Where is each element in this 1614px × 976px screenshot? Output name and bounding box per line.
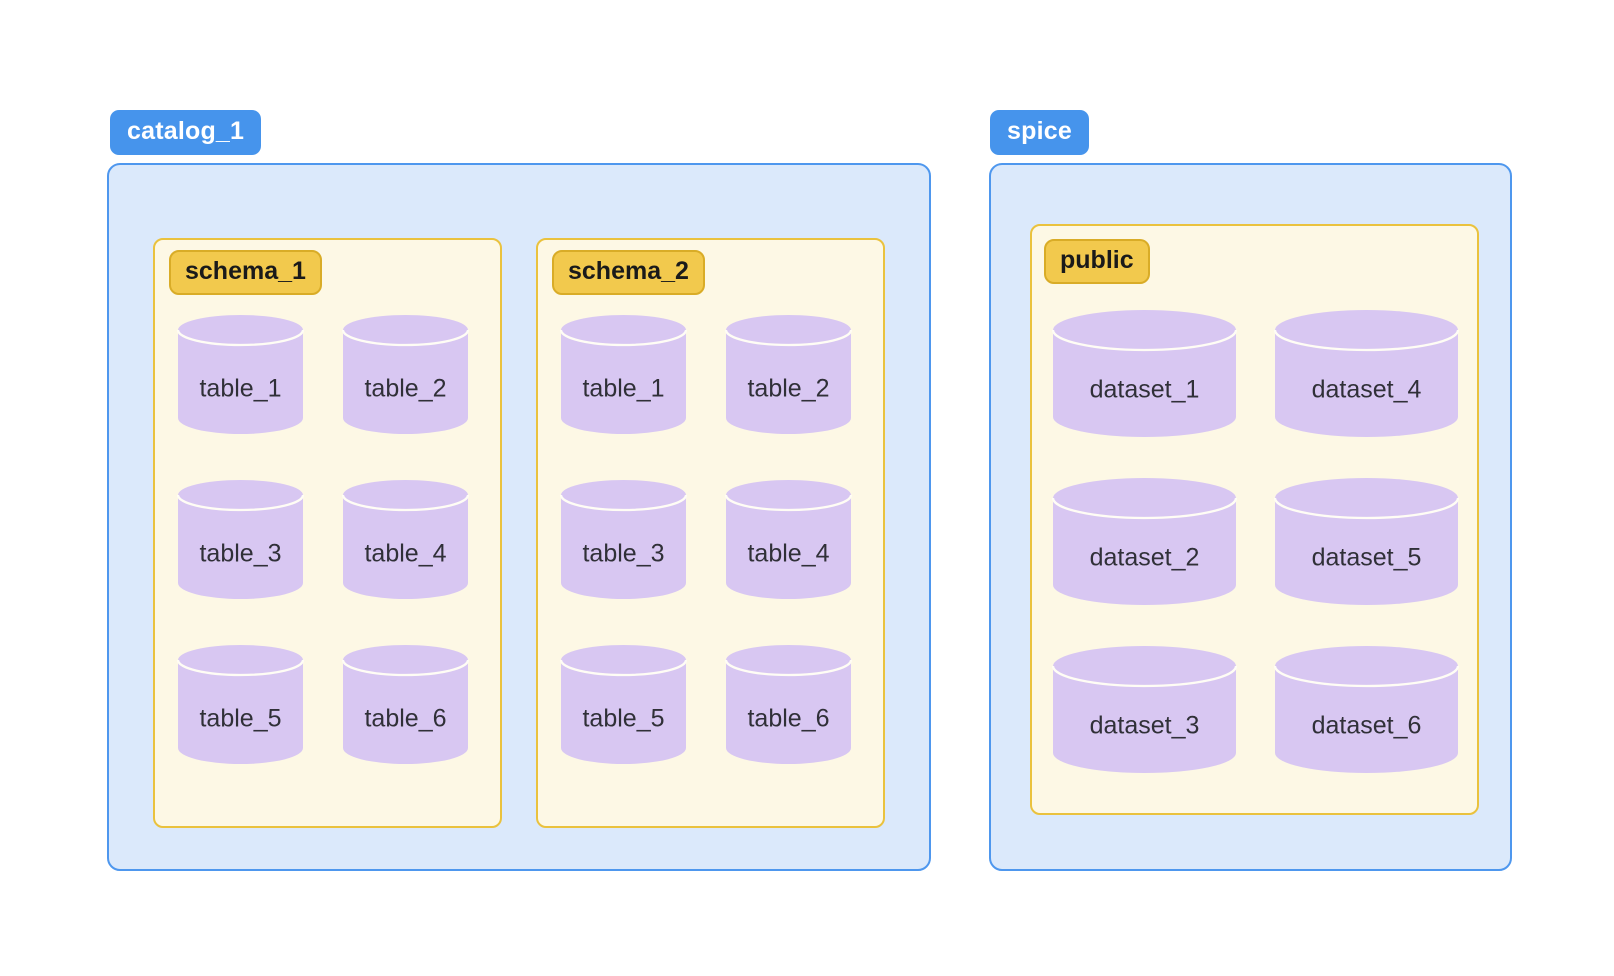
table-cylinder: table_1	[177, 314, 304, 435]
database-cylinder-icon	[1274, 478, 1459, 605]
dataset-cylinder: dataset_5	[1274, 477, 1459, 607]
database-cylinder-icon	[1052, 646, 1237, 773]
database-cylinder-icon	[342, 645, 469, 764]
dataset-label: dataset_2	[1089, 543, 1200, 572]
table-cylinder: table_6	[342, 644, 469, 765]
spice-container: public dataset_1 dataset_2	[989, 163, 1512, 871]
database-cylinder-icon	[342, 315, 469, 434]
schema-1-badge: schema_1	[169, 250, 322, 295]
database-cylinder-icon	[725, 315, 852, 434]
catalog-container: schema_1 table_1 table_2	[107, 163, 931, 871]
table-label: table_1	[199, 374, 282, 403]
schema-2-badge: schema_2	[552, 250, 705, 295]
database-cylinder-icon	[560, 315, 687, 434]
dataset-cylinder: dataset_2	[1052, 477, 1237, 607]
table-label: table_6	[747, 704, 830, 733]
dataset-label: dataset_1	[1089, 375, 1200, 404]
table-cylinder: table_1	[560, 314, 687, 435]
dataset-cylinder: dataset_3	[1052, 645, 1237, 775]
dataset-label: dataset_4	[1311, 375, 1422, 404]
table-cylinder: table_2	[725, 314, 852, 435]
database-cylinder-icon	[725, 480, 852, 599]
table-label: table_3	[582, 539, 665, 568]
table-label: table_4	[747, 539, 830, 568]
database-cylinder-icon	[1052, 478, 1237, 605]
table-cylinder: table_4	[725, 479, 852, 600]
table-cylinder: table_3	[560, 479, 687, 600]
dataset-label: dataset_5	[1311, 543, 1422, 572]
table-label: table_5	[582, 704, 665, 733]
table-label: table_6	[364, 704, 447, 733]
table-label: table_3	[199, 539, 282, 568]
catalog-badge: catalog_1	[110, 110, 262, 155]
public-badge: public	[1044, 239, 1150, 284]
database-cylinder-icon	[1274, 646, 1459, 773]
spice-badge: spice	[990, 110, 1089, 155]
schema-1-box: schema_1 table_1 table_2	[153, 238, 502, 828]
table-label: table_4	[364, 539, 447, 568]
table-label: table_1	[582, 374, 665, 403]
table-label: table_2	[747, 374, 830, 403]
dataset-label: dataset_6	[1311, 711, 1422, 740]
database-cylinder-icon	[1052, 310, 1237, 437]
table-cylinder: table_6	[725, 644, 852, 765]
dataset-cylinder: dataset_4	[1274, 309, 1459, 439]
database-cylinder-icon	[560, 645, 687, 764]
table-label: table_2	[364, 374, 447, 403]
table-cylinder: table_4	[342, 479, 469, 600]
public-box: public dataset_1 dataset_2	[1030, 224, 1479, 815]
dataset-label: dataset_3	[1089, 711, 1200, 740]
table-label: table_5	[199, 704, 282, 733]
public-dataset-grid: dataset_1 dataset_2 dataset_3	[1052, 309, 1459, 775]
table-cylinder: table_5	[560, 644, 687, 765]
database-cylinder-icon	[1274, 310, 1459, 437]
dataset-cylinder: dataset_6	[1274, 645, 1459, 775]
database-cylinder-icon	[342, 480, 469, 599]
schema-2-box: schema_2 table_1 table_2	[536, 238, 885, 828]
table-cylinder: table_5	[177, 644, 304, 765]
database-cylinder-icon	[177, 645, 304, 764]
table-cylinder: table_3	[177, 479, 304, 600]
database-cylinder-icon	[560, 480, 687, 599]
database-cylinder-icon	[177, 315, 304, 434]
table-cylinder: table_2	[342, 314, 469, 435]
database-cylinder-icon	[725, 645, 852, 764]
schema-1-table-grid: table_1 table_2 table_3	[177, 314, 469, 765]
dataset-cylinder: dataset_1	[1052, 309, 1237, 439]
database-cylinder-icon	[177, 480, 304, 599]
schema-2-table-grid: table_1 table_2 table_3	[560, 314, 852, 765]
